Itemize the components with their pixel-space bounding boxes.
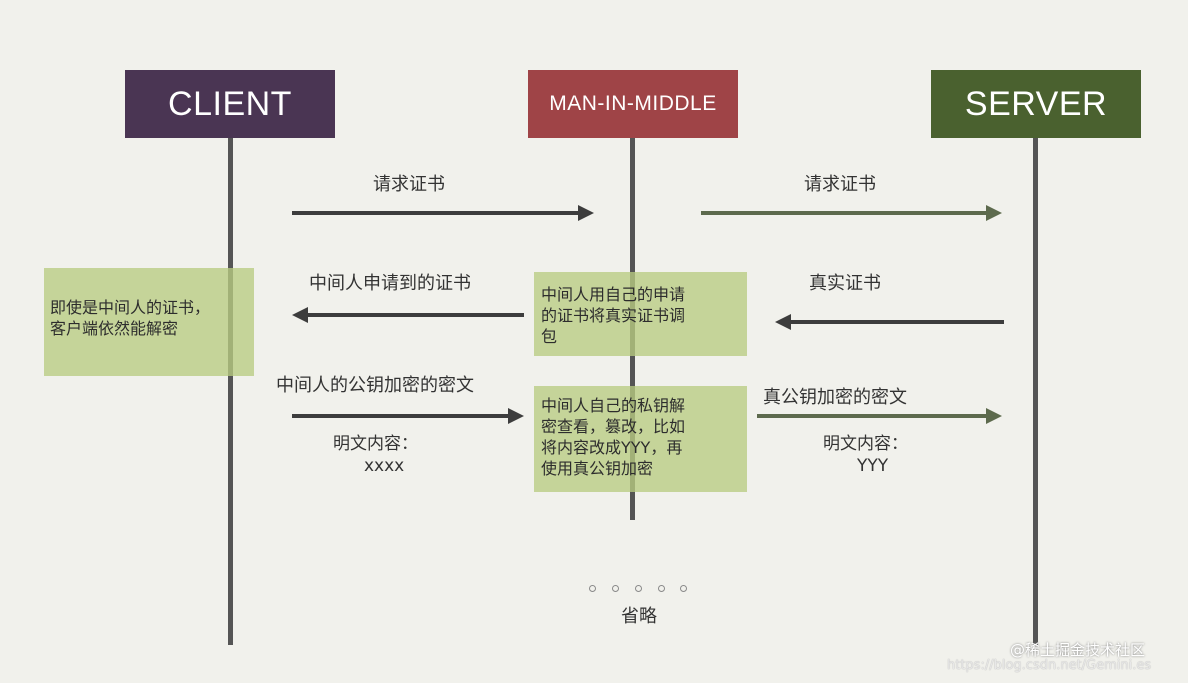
mitm-note-line: 使用真公钥加密	[541, 459, 654, 478]
mitm-note-line: 将内容改成YYY，再	[541, 438, 683, 457]
omitted-label: 省略	[621, 606, 657, 627]
mitm-note-tamper: 中间人自己的私钥解 密查看，篡改，比如 将内容改成YYY，再 使用真公钥加密	[534, 386, 747, 492]
client-request-arrow	[292, 205, 594, 221]
real-cipher-arrow	[757, 408, 1002, 424]
watermark: @稀土掘金技术社区	[1010, 641, 1146, 659]
mitm-request-arrow	[701, 205, 1002, 221]
mitm-cipher-arrow	[292, 408, 524, 424]
client-lifeline	[228, 138, 233, 645]
mitm-cert-arrow	[292, 307, 524, 323]
real-plain-label: 明文内容：	[823, 434, 908, 454]
real-cert-arrow	[775, 314, 1004, 330]
mitm-note-line: 中间人用自己的申请	[541, 285, 686, 304]
client-header-label: CLIENT	[168, 84, 292, 123]
arrowhead-right-icon	[986, 205, 1002, 221]
mitm-plain-value: xxxx	[364, 456, 405, 476]
real-cert-label: 真实证书	[809, 273, 881, 294]
mitm-plain-label: 明文内容：	[333, 434, 418, 454]
ellipsis-dot	[680, 585, 687, 592]
mitm-note-line: 密查看，篡改，比如	[541, 417, 686, 436]
real-cipher-label: 真公钥加密的密文	[763, 387, 907, 408]
real-plain-value: YYY	[857, 456, 889, 476]
arrowhead-left-icon	[292, 307, 308, 323]
client-note-line: 即使是中间人的证书，	[50, 298, 211, 317]
mitm-cipher-label: 中间人的公钥加密的密文	[276, 375, 474, 396]
ellipsis-dot	[612, 585, 619, 592]
client-request-label: 请求证书	[373, 174, 445, 195]
mitm-note-line: 包	[541, 327, 558, 346]
arrowhead-right-icon	[986, 408, 1002, 424]
mitm-header: MAN-IN-MIDDLE	[528, 70, 738, 138]
mitm-note-line: 中间人自己的私钥解	[541, 396, 686, 415]
client-note: 即使是中间人的证书， 客户端依然能解密	[44, 268, 254, 376]
mitm-note-swap-cert: 中间人用自己的申请 的证书将真实证书调 包	[534, 272, 747, 356]
server-header-label: SERVER	[964, 84, 1108, 123]
arrowhead-right-icon	[578, 205, 594, 221]
watermark-url: https://blog.csdn.net/Gemini.es	[947, 658, 1152, 673]
server-header: SERVER	[931, 70, 1141, 138]
client-note-line: 客户端依然能解密	[50, 319, 179, 338]
ellipsis-dot	[658, 585, 665, 592]
mitm-cert-label: 中间人申请到的证书	[309, 273, 471, 294]
ellipsis-dot	[589, 585, 596, 592]
ellipsis-dot	[635, 585, 642, 592]
server-lifeline	[1033, 138, 1038, 645]
client-header: CLIENT	[125, 70, 335, 138]
arrowhead-right-icon	[508, 408, 524, 424]
arrowhead-left-icon	[775, 314, 791, 330]
mitm-note-line: 的证书将真实证书调	[541, 306, 686, 325]
mitm-header-label: MAN-IN-MIDDLE	[549, 92, 717, 115]
mitm-request-label: 请求证书	[804, 174, 876, 195]
